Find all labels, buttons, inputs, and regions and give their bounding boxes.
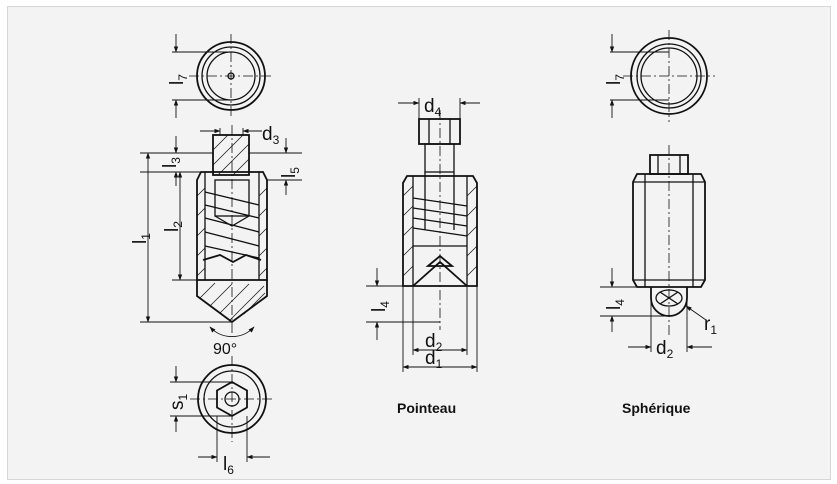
d2-right-label: d2 (656, 338, 674, 361)
spherique-view (600, 145, 712, 352)
pointeau-caption: Pointeau (397, 400, 456, 416)
d3-label: d3 (262, 124, 280, 147)
spherique-caption: Sphérique (622, 400, 691, 416)
l1-label: l1 (130, 233, 153, 244)
d2-mid-label: d2 (425, 331, 443, 354)
l6-label: l6 (223, 454, 234, 477)
angle-label: 90° (213, 341, 237, 358)
d1-label: d1 (425, 348, 443, 371)
left-section-view (140, 125, 302, 337)
l2-label: l2 (162, 221, 185, 232)
right-top-view (609, 30, 715, 122)
r1-label: r1 (704, 314, 717, 337)
d4-label: d4 (424, 96, 442, 119)
left-bottom-view (170, 356, 274, 462)
diagram-frame (7, 6, 831, 480)
left-top-view (172, 34, 273, 118)
l4-right-label: l4 (604, 299, 627, 310)
l7-left-label: l7 (167, 74, 190, 85)
l5-label: l5 (279, 167, 302, 178)
pointeau-view (366, 98, 480, 372)
s1-label: s1 (167, 394, 190, 411)
l7-right-label: l7 (604, 74, 627, 85)
l3-label: l3 (160, 157, 183, 168)
l4-mid-label: l4 (369, 301, 392, 312)
